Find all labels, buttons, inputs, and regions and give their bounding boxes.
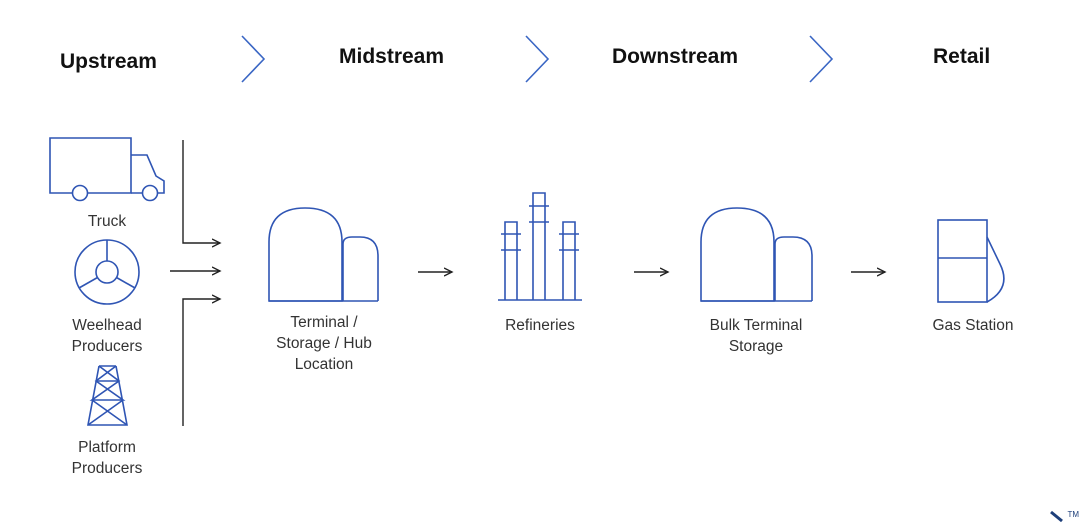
label-gas-station: Gas Station — [932, 317, 1014, 334]
storage-tank-icon — [700, 207, 813, 302]
chevron-right-icon — [241, 35, 266, 83]
stage-retail: Retail — [933, 45, 991, 68]
wellhead-icon — [74, 239, 140, 305]
label-terminal-storage-hub: Terminal / Storage / Hub Location — [276, 314, 372, 373]
trademark-mark: TM — [1067, 510, 1079, 519]
stage-downstream: Downstream — [612, 45, 739, 68]
label-platform-producers: Platform Producers — [71, 439, 143, 477]
storage-tank-icon — [268, 207, 379, 302]
label-truck: Truck — [87, 213, 127, 230]
logo-mark-icon — [1050, 510, 1063, 522]
stage-midstream: Midstream — [339, 45, 445, 68]
refinery-icon — [498, 192, 582, 301]
chevron-right-icon — [809, 35, 834, 83]
label-wellhead-producers: Weelhead Producers — [71, 317, 143, 355]
producer-merge-connector — [170, 140, 220, 426]
chevron-right-icon — [525, 35, 550, 83]
label-bulk-terminal-storage: Bulk Terminal Storage — [709, 317, 803, 355]
gas-pump-icon — [937, 219, 1005, 303]
truck-icon — [49, 137, 165, 202]
label-refineries: Refineries — [505, 317, 575, 334]
platform-tower-icon — [87, 365, 128, 426]
stage-upstream: Upstream — [60, 50, 157, 73]
